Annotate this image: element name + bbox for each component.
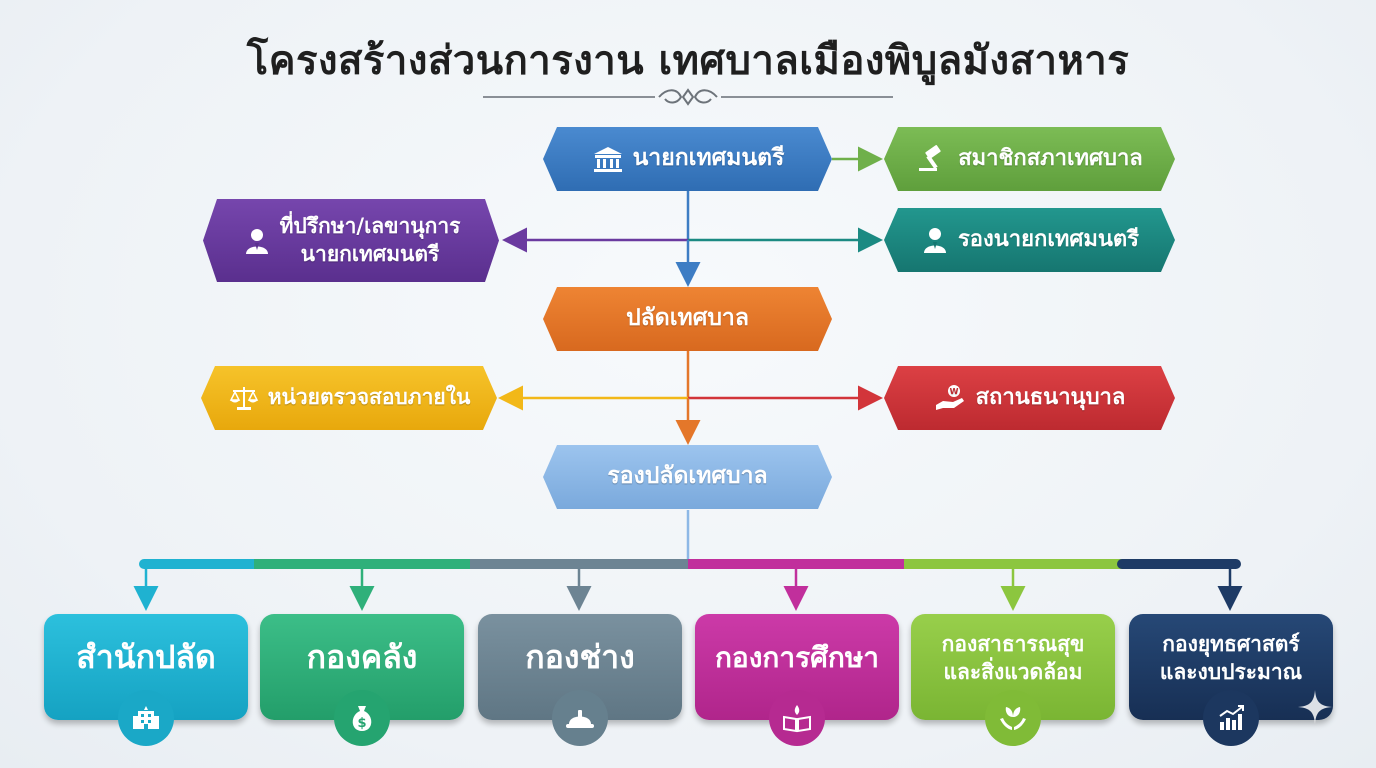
deputy-mayor-box: รองนายกเทศมนตรี — [884, 208, 1175, 272]
council-box: สมาชิกสภาเทศบาล — [884, 127, 1175, 191]
hand-coin-icon: W — [934, 383, 968, 413]
dept-public-health: กองสาธารณสุข และสิ่งแวดล้อม — [911, 614, 1115, 746]
deputy-clerk-box: รองปลัดเทศบาล — [543, 445, 832, 509]
dept-label-line1: กองคลัง — [306, 638, 418, 677]
clerk-box: ปลัดเทศบาล — [543, 287, 832, 351]
dept-label-line2: และสิ่งแวดล้อม — [943, 660, 1083, 684]
mayor-label: นายกเทศมนตรี — [632, 145, 785, 172]
advisor-box: ที่ปรึกษา/เลขานุการ นายกเทศมนตรี — [203, 199, 499, 282]
advisor-label-line1: ที่ปรึกษา/เลขานุการ — [279, 214, 461, 239]
dept-label: กองการศึกษา — [715, 639, 879, 695]
pawnshop-label: สถานธนานุบาล — [975, 384, 1126, 410]
svg-text:W: W — [949, 387, 958, 396]
title-ornament — [483, 88, 893, 106]
town-hall-icon — [591, 145, 625, 173]
mayor-box: นายกเทศมนตรี — [543, 127, 832, 191]
audit-box: หน่วยตรวจสอบภายใน — [201, 366, 497, 430]
dept-strategy-budget: กองยุทธศาสตร์ และงบประมาณ — [1129, 614, 1333, 746]
clerk-label: ปลัดเทศบาล — [626, 305, 749, 332]
deputy-mayor-label: รองนายกเทศมนตรี — [957, 226, 1139, 252]
audit-label: หน่วยตรวจสอบภายใน — [267, 385, 471, 410]
dept-label: สำนักปลัด — [76, 636, 215, 697]
money-bag-icon: $ — [334, 690, 390, 746]
person-icon — [242, 226, 272, 256]
sparkle-icon — [1298, 690, 1332, 724]
dept-education: กองการศึกษา — [695, 614, 899, 746]
chart-up-icon — [1203, 690, 1259, 746]
advisor-label-line2: นายกเทศมนตรี — [300, 241, 440, 266]
dept-label: กองคลัง — [307, 636, 418, 697]
sprout-hands-icon — [985, 690, 1041, 746]
gavel-icon — [916, 145, 950, 173]
deputy-clerk-label: รองปลัดเทศบาล — [607, 463, 768, 490]
dept-label-line1: สำนักปลัด — [76, 638, 216, 677]
svg-text:$: $ — [357, 716, 366, 731]
dept-label-line1: กองสาธารณสุข — [941, 631, 1085, 656]
dept-label-line2: และงบประมาณ — [1159, 660, 1303, 684]
dept-label: กองช่าง — [525, 636, 635, 697]
dept-label-line1: กองช่าง — [525, 638, 635, 677]
dept-office-of-clerk: สำนักปลัด — [44, 614, 248, 746]
council-label: สมาชิกสภาเทศบาล — [958, 145, 1143, 171]
dept-engineering: กองช่าง — [478, 614, 682, 746]
dept-finance: กองคลัง $ — [260, 614, 464, 746]
dept-label: กองยุทธศาสตร์ และงบประมาณ — [1160, 630, 1302, 705]
chart-title: โครงสร้างส่วนการงาน เทศบาลเมืองพิบูลมังส… — [246, 38, 1130, 84]
person-icon — [920, 225, 950, 255]
advisor-label: ที่ปรึกษา/เลขานุการ นายกเทศมนตรี — [280, 213, 461, 268]
building-icon — [118, 690, 174, 746]
dept-label-line1: กองการศึกษา — [714, 641, 880, 675]
dept-label: กองสาธารณสุข และสิ่งแวดล้อม — [942, 630, 1085, 705]
pawnshop-box: W สถานธนานุบาล — [884, 366, 1175, 430]
book-flame-icon — [769, 690, 825, 746]
hard-hat-icon — [552, 690, 608, 746]
dept-label-line1: กองยุทธศาสตร์ — [1162, 631, 1300, 656]
scales-icon — [228, 384, 260, 412]
